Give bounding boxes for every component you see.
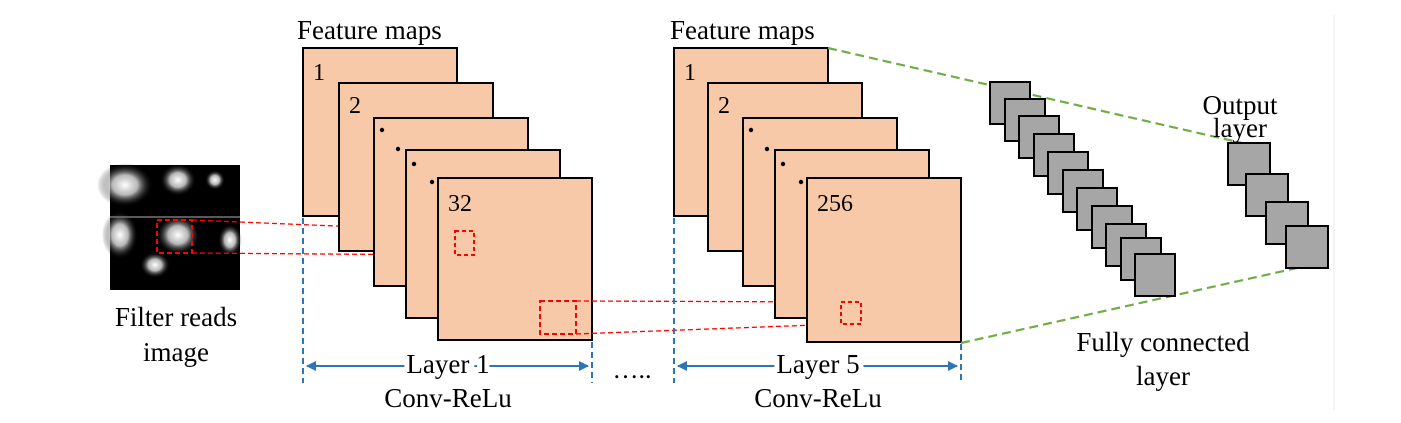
fc-label-line2: layer [1136,361,1190,391]
feature-map [806,177,962,343]
feature-map-label: 256 [817,191,853,217]
input-label-line2: image [143,337,209,367]
ellipsis-dot [780,161,786,167]
filter-window-target [454,230,475,256]
filter-projection-line [575,323,842,335]
ellipsis-dot [429,179,435,185]
fc-neuron [1134,253,1176,297]
input-label-line1: Filter reads [115,302,237,332]
layer5-feature-maps: Feature maps 1 2 256 [670,15,962,343]
filter-window-target [840,301,862,325]
layer1-name: Layer 1 [406,349,489,379]
fc-connection-line [827,46,1243,145]
input-image [97,163,242,290]
output-label-line1: Output [1202,90,1278,120]
feature-map-label: 1 [684,60,696,86]
filter-window-source [539,300,577,335]
ellipsis-dot [395,146,401,152]
output-layer [1227,142,1329,269]
ellipsis-dot [748,127,754,133]
fully-connected-layer [989,81,1176,297]
feature-map-label: 32 [448,191,472,217]
layers-ellipsis: ….. [613,355,652,384]
ellipsis-dot [764,146,770,152]
layer5-type: Conv-ReLu [754,383,882,413]
feature-map [437,177,593,341]
layer1-type: Conv-ReLu [384,383,512,413]
feature-map-label: 2 [718,93,730,119]
ellipsis-dot [798,179,804,185]
layer5-name: Layer 5 [776,349,859,379]
layer5-header: Feature maps [670,15,815,45]
fc-connection-line [960,266,1298,345]
layer1-header: Feature maps [297,15,442,45]
ellipsis-dot [379,127,385,133]
feature-map-label: 1 [313,60,325,86]
fc-label-line1: Fully connected [1076,327,1250,357]
output-neuron [1285,225,1329,269]
filter-window-input [156,219,193,254]
output-label-line2: layer [1213,113,1267,143]
feature-map-label: 2 [349,93,361,119]
ellipsis-dot [411,161,417,167]
layer1-feature-maps: Feature maps 1 2 32 [297,15,593,341]
